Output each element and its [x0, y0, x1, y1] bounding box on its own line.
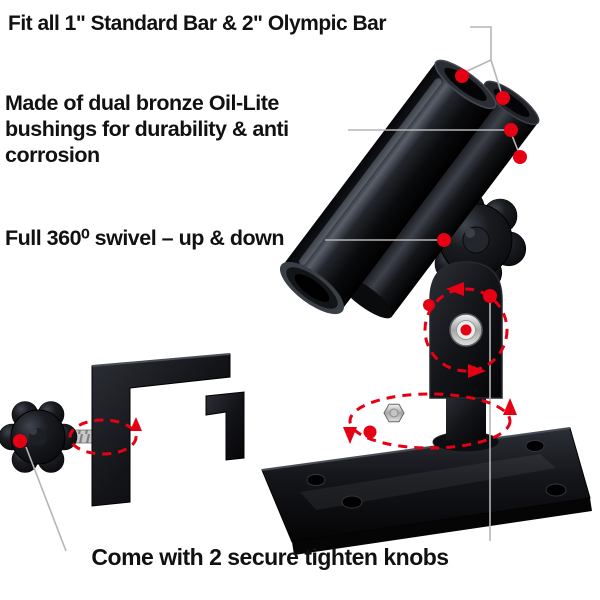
leader-line — [25, 446, 67, 552]
marker-dot — [513, 150, 527, 164]
bolt-hole — [525, 440, 545, 452]
leader-lines — [25, 26, 520, 552]
olympic-bar-sleeve — [279, 59, 497, 315]
arrowhead — [503, 398, 517, 415]
arrowhead — [130, 417, 142, 431]
marker-dot — [496, 91, 510, 105]
annotation-fit-bars: Fit all 1" Standard Bar & 2" Olympic Bar — [8, 12, 387, 35]
clamp-bracket — [91, 353, 231, 507]
marker-dot — [483, 289, 497, 303]
bar-tubes — [279, 59, 540, 319]
clamp-bracket-assembly — [0, 353, 245, 507]
screw-rotation-arrow — [68, 418, 138, 456]
annotation-knobs: Come with 2 secure tighten knobs — [91, 544, 449, 570]
marker-dot — [363, 425, 377, 439]
marker-dot — [460, 324, 472, 336]
hex-nut — [383, 403, 405, 423]
annotation-bushings: Made of dual bronze Oil-Lite bushings fo… — [5, 90, 289, 168]
base-plate — [261, 427, 592, 555]
marker-dots — [13, 69, 527, 448]
pivot-rotation-arrow — [423, 287, 509, 373]
rotation-arrows — [68, 282, 517, 456]
tighten-knob-left — [0, 401, 78, 473]
annotation-bushings-line3: corrosion — [5, 143, 100, 167]
annotation-bushings-line1: Made of dual bronze Oil-Lite — [5, 91, 279, 115]
annotation-swivel: Full 360⁰ swivel – up & down — [5, 226, 284, 250]
bolt-hole — [306, 474, 326, 486]
clamp-hook — [205, 391, 245, 461]
arrowhead — [343, 427, 357, 444]
marker-dot — [437, 233, 451, 247]
marker-dot — [455, 69, 469, 83]
leader-line — [462, 26, 503, 96]
bolt-hole — [341, 495, 363, 509]
bolt-hole — [545, 483, 567, 497]
base-rotation-arrow — [348, 392, 512, 450]
marker-dot — [13, 434, 27, 448]
marker-dot — [504, 123, 518, 137]
arrowhead — [446, 282, 464, 296]
tube-glare — [299, 78, 442, 265]
marker-dot — [423, 299, 435, 311]
annotation-bushings-line2: bushings for durability & anti — [5, 117, 289, 141]
arrowhead — [468, 364, 486, 378]
